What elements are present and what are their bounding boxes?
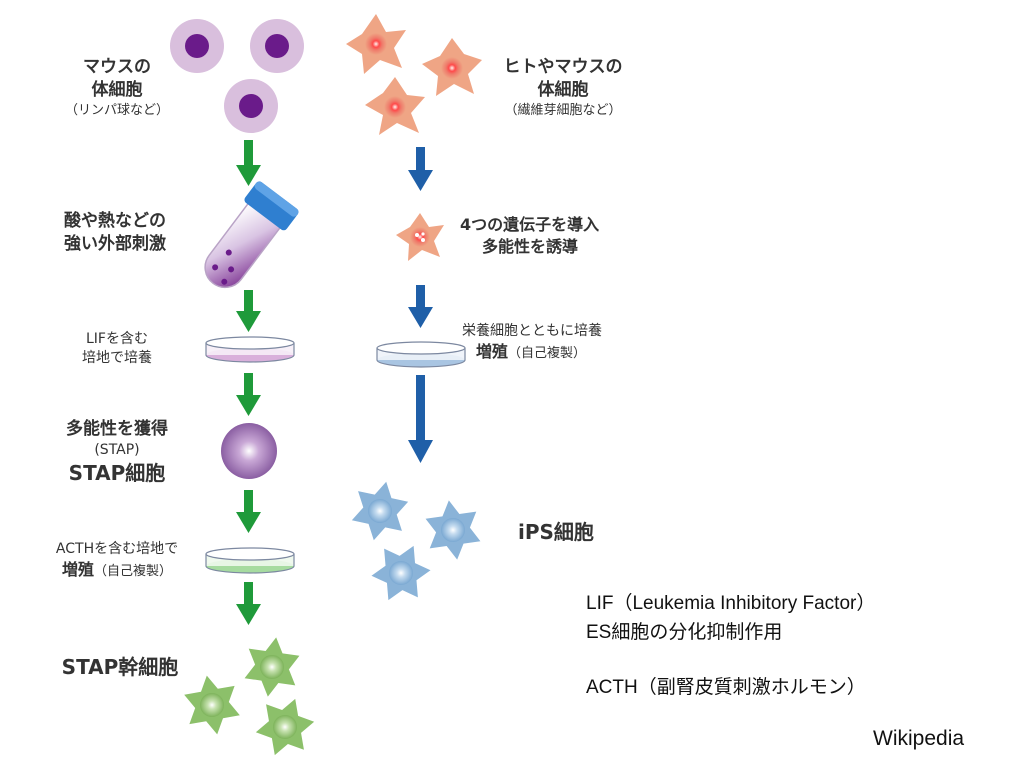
ips-step2-label: 4つの遺伝子を導入 多能性を誘導 [460, 214, 630, 257]
stap-arrow-3 [236, 373, 261, 416]
stap-step5-rest: （自己複製） [94, 563, 173, 579]
lif-description: ES細胞の分化抑制作用 [586, 622, 783, 643]
lymphocyte-cell [170, 19, 224, 73]
ips-arrow-3 [408, 375, 433, 463]
stap-step6-label: STAP幹細胞 [40, 654, 200, 681]
stap-stem-cell [250, 690, 320, 764]
dish-feeder [376, 341, 466, 368]
stap-stem-cell [242, 633, 302, 701]
ips-step3-label: 栄養細胞とともに培養 増殖（自己複製） [462, 322, 652, 362]
stap-step5-bold: 増殖 [61, 559, 94, 579]
ips-arrow-2 [408, 285, 433, 328]
stap-arrow-1 [236, 140, 261, 186]
lymphocyte-cell [250, 19, 304, 73]
stap-stem-cell [181, 671, 243, 739]
ips-step3-bold: 増殖 [476, 341, 509, 361]
ips-cell [423, 496, 483, 564]
gene-introduced-cell [396, 213, 444, 261]
ips-step1-line3: （繊維芽細胞など） [504, 102, 622, 118]
stap-step4-line1: 多能性を獲得 [66, 419, 168, 439]
stap-step1-line3: （リンパ球など） [64, 102, 169, 118]
ips-step2-line1: 4つの遺伝子を導入 [460, 215, 600, 234]
ips-cell-title: iPS細胞 [518, 520, 594, 544]
stap-arrow-2 [236, 290, 261, 332]
stap-step4-line2: (STAP) [94, 441, 140, 458]
ips-step3-rest: （自己複製） [508, 345, 587, 361]
lymphocyte-cell [224, 79, 278, 133]
fibroblast-cell [346, 14, 406, 74]
stap-step3-label: LIFを含む 培地で培養 [42, 330, 192, 368]
stap-step2-line1: 酸や熱などの [64, 211, 166, 231]
stap-step5-line1: ACTHを含む培地で [55, 541, 179, 557]
ips-step1-line1: ヒトやマウスの [503, 57, 623, 77]
ips-arrow-1 [408, 147, 433, 191]
ips-arrows [408, 147, 433, 463]
stap-arrow-4 [236, 490, 261, 533]
dish-lif [205, 336, 295, 363]
stap-step2-line2: 強い外部刺激 [64, 233, 166, 254]
stap-step3-line1: LIFを含む [86, 331, 148, 347]
lymphocyte-cells [170, 19, 304, 133]
stap-step5-label: ACTHを含む培地で 増殖（自己複製） [32, 540, 202, 580]
ips-step1-line2: 体細胞 [537, 79, 589, 100]
ips-cell [348, 476, 412, 546]
dish-acth [205, 547, 295, 574]
stap-step3-line2: 培地で培養 [82, 349, 152, 366]
fibroblast-cells [346, 14, 482, 135]
stap-step1-line2: 体細胞 [91, 79, 143, 100]
acth-definition: ACTH（副腎皮質刺激ホルモン） [586, 677, 866, 698]
ips-cells [348, 476, 483, 611]
test-tube-icon [204, 181, 299, 289]
fibroblast-cell [422, 38, 482, 96]
stap-step1-line1: マウスの [83, 57, 151, 77]
ips-step3-line1: 栄養細胞とともに培養 [462, 323, 602, 339]
ips-step1-label: ヒトやマウスの 体細胞 （繊維芽細胞など） [478, 56, 648, 119]
stap-arrow-5 [236, 582, 261, 625]
stap-step4-label: 多能性を獲得 (STAP) STAP細胞 [42, 418, 192, 487]
ips-step4-label: iPS細胞 [518, 519, 638, 546]
stap-stem-cells [181, 633, 320, 764]
stap-cell [221, 423, 277, 479]
fibroblast-cell [365, 77, 425, 135]
lif-definition: LIF（Leukemia Inhibitory Factor） [586, 593, 876, 614]
ips-cell [365, 535, 437, 611]
source-credit: Wikipedia [873, 727, 965, 750]
stap-stem-cell-title: STAP幹細胞 [61, 655, 179, 679]
stap-cell-title: STAP細胞 [68, 460, 166, 485]
ips-step2-line2: 多能性を誘導 [482, 236, 579, 256]
stap-arrows [236, 140, 261, 625]
stap-step1-label: マウスの 体細胞 （リンパ球など） [42, 56, 192, 119]
stap-step2-label: 酸や熱などの 強い外部刺激 [40, 210, 190, 256]
